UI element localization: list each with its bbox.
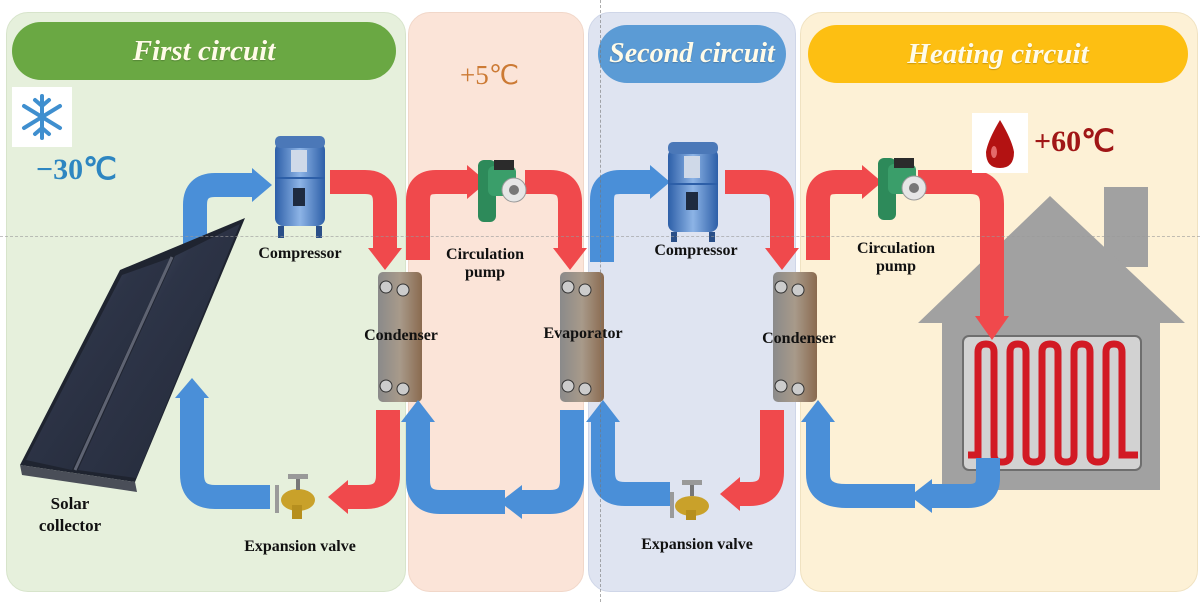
- compressor-1-label: Compressor: [258, 245, 342, 262]
- expansion-valve-1-label: Expansion valve: [244, 538, 356, 555]
- compressor-2-label: Compressor: [654, 242, 738, 259]
- flow-pipe-cold-to-evaporator: [586, 400, 670, 506]
- expansion-valve-2-icon: [670, 480, 709, 520]
- compressor-2-icon: [668, 142, 718, 242]
- compressor-1-icon: [275, 136, 325, 238]
- flow-pipe-cold-to-collector: [175, 378, 270, 509]
- flow-pipe-hot-to-expansion-valve-2: [720, 410, 784, 511]
- flow-pipe-cold-return-to-condenser-1: [401, 400, 584, 519]
- heating-circuit-title: Heating circuit: [808, 25, 1188, 83]
- guide-line-vertical: [600, 0, 601, 602]
- flow-pipe-hot-to-evaporator: [525, 170, 587, 270]
- drop-icon: [972, 113, 1028, 173]
- condenser-1-icon: [378, 272, 422, 402]
- flow-pipe-hot-to-condenser-2: [725, 170, 799, 270]
- second-circuit-title: Second circuit: [598, 25, 786, 83]
- condenser-2-label: Condenser: [762, 330, 836, 347]
- solar-collector-icon: [20, 218, 245, 492]
- flow-pipe-cold-return-from-house: [801, 400, 1000, 513]
- flow-pipe-hot-to-house: [918, 170, 1009, 340]
- intermediate-temperature: +5℃: [460, 60, 520, 90]
- flow-pipe-cold-to-compressor-2: [590, 165, 670, 262]
- expansion-valve-1-icon: [275, 474, 315, 519]
- flow-pipe-hot-to-condenser-1: [330, 170, 402, 270]
- snowflake-icon: [12, 87, 72, 147]
- cold-temperature: −30℃: [36, 153, 117, 186]
- condenser-2-icon: [773, 272, 817, 402]
- circulation-pump-2-label: Circulation pump: [857, 240, 935, 275]
- evaporator-label: Evaporator: [543, 325, 623, 342]
- solar-collector-label: Solar collector: [38, 494, 102, 535]
- condenser-1-label: Condenser: [364, 327, 438, 344]
- hot-temperature: +60℃: [1034, 125, 1115, 158]
- flow-pipe-cold-to-compressor-1: [183, 168, 272, 270]
- circulation-pump-1-icon: [478, 160, 527, 222]
- flow-pipe-hot-to-pump-2: [806, 165, 882, 260]
- evaporator-icon: [560, 272, 604, 402]
- flow-pipe-hot-to-pump-1: [406, 165, 487, 260]
- flow-pipe-hot-to-expansion-valve-1: [328, 410, 400, 514]
- circulation-pump-1-label: Circulation pump: [446, 246, 524, 281]
- circulation-pump-2-icon: [878, 158, 927, 220]
- expansion-valve-2-label: Expansion valve: [641, 536, 753, 553]
- floor-heating-coil-icon: [962, 335, 1142, 471]
- first-circuit-title: First circuit: [12, 22, 396, 80]
